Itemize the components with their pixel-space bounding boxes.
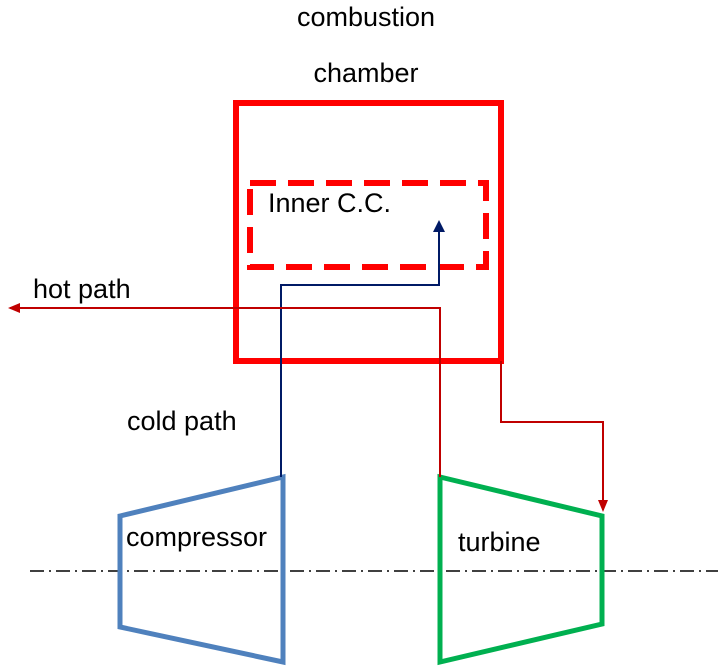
combustion-chamber-box	[233, 100, 504, 364]
compressor-shape	[117, 473, 286, 666]
compressor-label: compressor	[126, 522, 267, 552]
turbine-shape	[437, 473, 605, 666]
cold-path-line	[280, 220, 445, 477]
inner-combustion-chamber-box	[247, 180, 489, 270]
combustion-chamber-title-line1: combustion	[297, 2, 435, 32]
cold-path-label: cold path	[127, 406, 237, 436]
inner-cc-label: Inner C.C.	[268, 188, 391, 218]
combustion-chamber-title-line2: chamber	[313, 58, 418, 88]
hot-path-line	[8, 303, 441, 477]
chamber-to-turbine-line	[500, 361, 608, 512]
turbine-label: turbine	[458, 527, 541, 557]
hot-path-label: hot path	[33, 274, 131, 304]
